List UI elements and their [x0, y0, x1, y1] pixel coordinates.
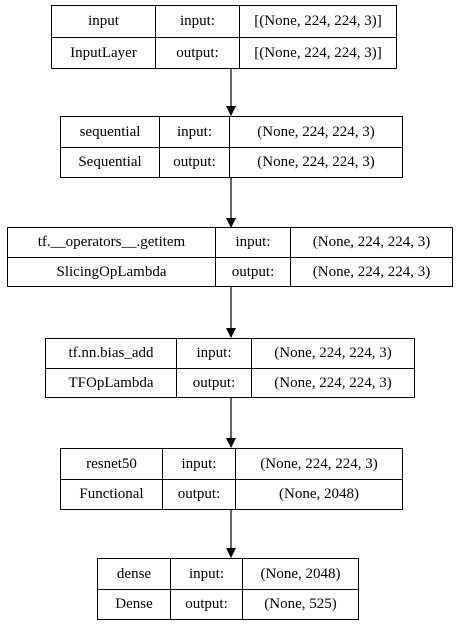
- input-label: input:: [215, 228, 290, 257]
- output-label: output:: [215, 257, 290, 286]
- input-label: input:: [159, 117, 229, 147]
- input-shape: (None, 224, 224, 3): [235, 449, 402, 479]
- node-dense: dense input: (None, 2048) Dense output: …: [97, 558, 359, 620]
- layer-class: TFOpLambda: [46, 368, 176, 397]
- layer-class: SlicingOpLambda: [8, 257, 215, 286]
- layer-name: tf.__operators__.getitem: [37, 234, 186, 250]
- node-input: input input: [(None, 224, 224, 3)] Input…: [51, 5, 397, 69]
- output-label: output:: [159, 147, 229, 177]
- layer-class: Dense: [98, 589, 170, 619]
- input-label: input:: [162, 449, 235, 479]
- input-shape: (None, 224, 224, 3): [290, 228, 452, 257]
- output-shape: (None, 2048): [235, 479, 402, 509]
- layer-name: tf.nn.bias_add: [68, 345, 154, 361]
- layer-name: resnet50: [86, 455, 137, 472]
- output-label: output:: [155, 37, 239, 68]
- output-shape: (None, 224, 224, 3): [290, 257, 452, 286]
- output-label: output:: [176, 368, 251, 397]
- layer-name: dense: [116, 565, 152, 582]
- input-shape: (None, 2048): [242, 559, 358, 589]
- output-shape: [(None, 224, 224, 3)]: [239, 37, 396, 68]
- layer-class: InputLayer: [52, 37, 155, 68]
- node-sequential: sequential input: (None, 224, 224, 3) Se…: [60, 116, 403, 178]
- layer-class: Functional: [61, 479, 162, 509]
- output-shape: (None, 224, 224, 3): [229, 147, 402, 177]
- layer-name: input: [88, 13, 119, 29]
- input-label: input:: [170, 559, 242, 589]
- layer-class: Sequential: [61, 147, 159, 177]
- output-shape: (None, 525): [242, 589, 358, 619]
- input-shape: (None, 224, 224, 3): [251, 339, 414, 368]
- node-getitem: tf.__operators__.getitem input: (None, 2…: [7, 227, 453, 287]
- layer-name: sequential: [79, 123, 141, 140]
- input-label: input:: [155, 6, 239, 37]
- input-shape: (None, 224, 224, 3): [229, 117, 402, 147]
- output-shape: (None, 224, 224, 3): [251, 368, 414, 397]
- input-label: input:: [176, 339, 251, 368]
- output-label: output:: [170, 589, 242, 619]
- node-resnet50: resnet50 input: (None, 224, 224, 3) Func…: [60, 448, 403, 510]
- output-label: output:: [162, 479, 235, 509]
- input-shape: [(None, 224, 224, 3)]: [239, 6, 396, 37]
- node-bias-add: tf.nn.bias_add input: (None, 224, 224, 3…: [45, 338, 415, 398]
